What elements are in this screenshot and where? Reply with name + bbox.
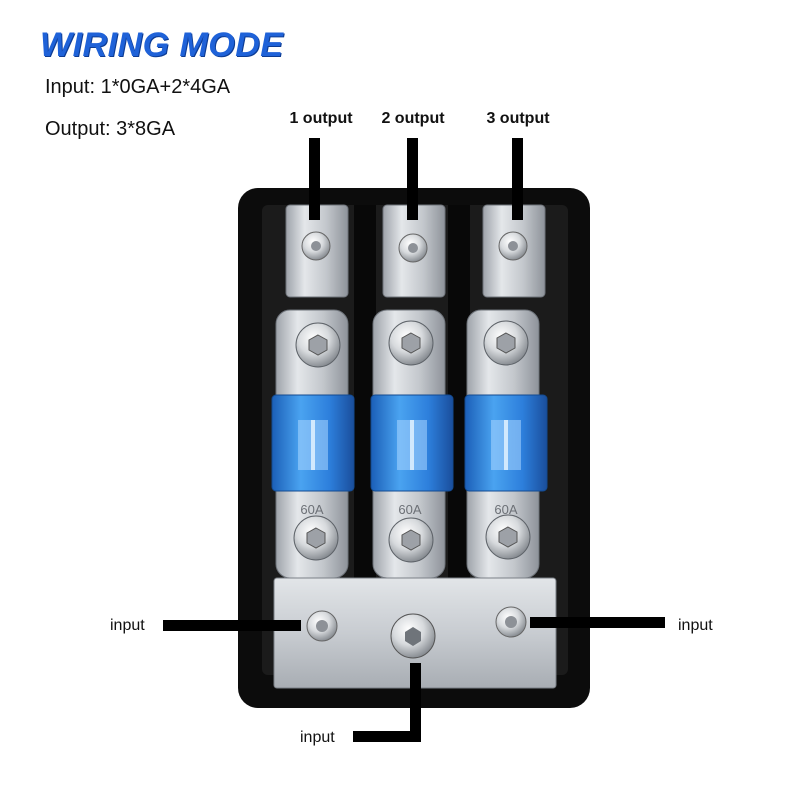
fuse-top-bolt-1 — [295, 322, 341, 368]
divider-1 — [354, 205, 376, 585]
fuse-1 — [271, 394, 355, 492]
fuse-rating-3: 60A — [494, 502, 517, 517]
fuse-rating-2: 60A — [398, 502, 421, 517]
output-spec: Output: 3*8GA — [45, 118, 176, 140]
fuse-bottom-bolt-1 — [293, 515, 339, 561]
input-right-leader — [530, 617, 665, 628]
fuse-3 — [464, 394, 548, 492]
input-right-label: input — [678, 617, 713, 634]
page-title: WIRING MODE — [40, 26, 284, 64]
output-bolt-2 — [398, 233, 428, 263]
fuse-bottom-bolt-2 — [388, 517, 434, 563]
output-2-label: 2 output — [381, 110, 445, 127]
fuse-top-bolt-3 — [483, 320, 529, 366]
input-bolt-center — [390, 613, 436, 659]
input-left-label: input — [110, 617, 145, 634]
input-bolt-left — [306, 610, 338, 642]
output-2-leader — [407, 138, 418, 220]
input-spec: Input: 1*0GA+2*4GA — [45, 76, 231, 98]
input-bolt-right — [495, 606, 527, 638]
fuse-bottom-bolt-3 — [485, 514, 531, 560]
divider-2 — [448, 205, 470, 585]
input-left-leader — [163, 620, 301, 631]
fuse-top-bolt-2 — [388, 320, 434, 366]
input-bottom-label: input — [300, 729, 335, 746]
output-1-label: 1 output — [289, 110, 353, 127]
output-bolt-1 — [301, 231, 331, 261]
fuse-2 — [370, 394, 454, 492]
output-3-leader — [512, 138, 523, 220]
fuse-rating-1: 60A — [300, 502, 323, 517]
output-3-label: 3 output — [486, 110, 550, 127]
input-bottom-leader-vertical — [410, 663, 421, 741]
input-bottom-leader-horizontal — [353, 731, 421, 742]
output-bolt-3 — [498, 231, 528, 261]
output-1-leader — [309, 138, 320, 220]
